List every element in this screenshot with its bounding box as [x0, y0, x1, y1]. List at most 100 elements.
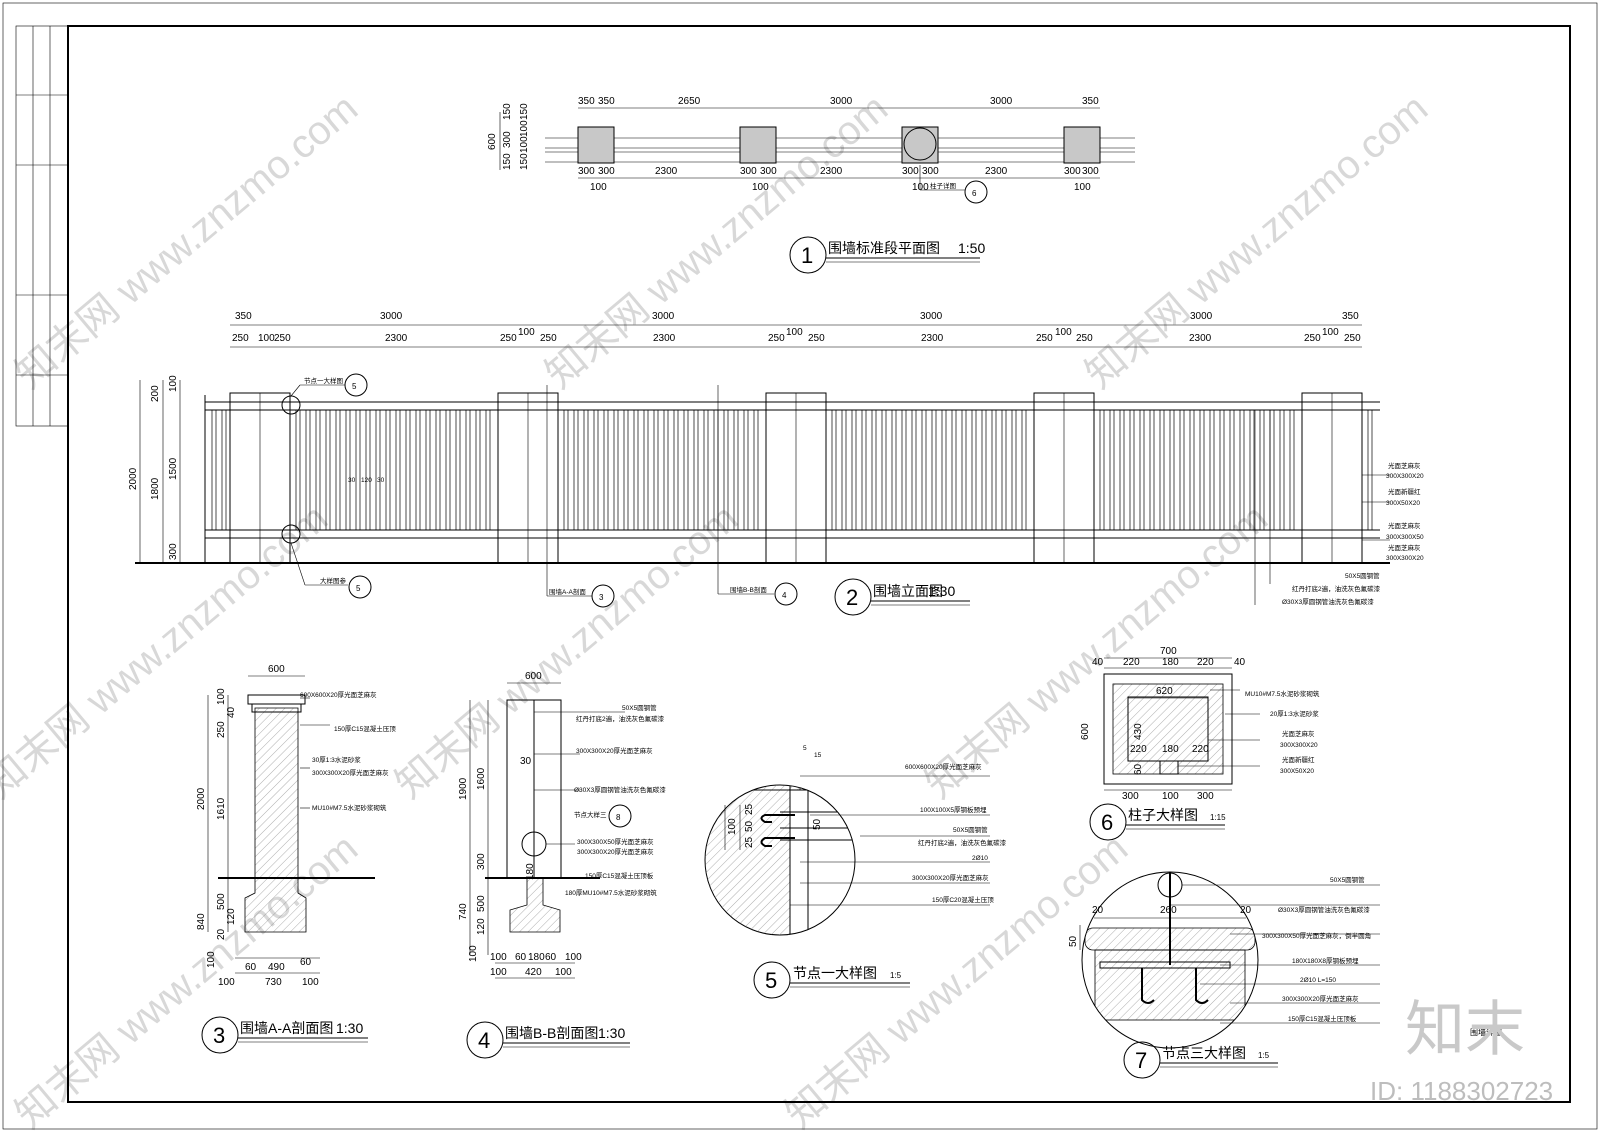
fence-picket [375, 409, 381, 531]
dim-text: 3000 [990, 96, 1013, 107]
node3-title: 节点三大样图 [1162, 1045, 1246, 1061]
dim-text: 250 [1304, 333, 1321, 344]
dim-text: 2300 [1189, 333, 1212, 344]
dim-text: 600 [525, 671, 542, 682]
dim-text: 100 [590, 182, 607, 193]
elevation-title: 围墙立面图 [873, 583, 943, 599]
note-text: 光面新疆红 [1282, 755, 1315, 764]
fence-picket [405, 409, 411, 531]
dim-text: 100 [468, 945, 479, 962]
dim-text: 100 [258, 333, 275, 344]
dim-text: 700 [1160, 646, 1177, 657]
fence-picket [971, 409, 977, 531]
dim-text: 60 [545, 952, 557, 963]
fence-picket [643, 409, 649, 531]
fence-picket [881, 409, 887, 531]
fence-pickets [211, 409, 1373, 531]
plan-title: 围墙标准段平面图 [828, 240, 940, 256]
fence-picket [663, 409, 669, 531]
note-text: 300X50X20 [1280, 768, 1314, 775]
dim-text: 250 [1344, 333, 1361, 344]
dim-text: 100 [518, 327, 535, 338]
plan-number: 1 [801, 243, 813, 268]
fence-picket [455, 409, 461, 531]
dim-text: 490 [268, 962, 285, 973]
fence-picket [911, 409, 917, 531]
section-a-title: 围墙A-A剖面图 [240, 1020, 333, 1036]
node1-scale: 1:5 [890, 971, 902, 980]
note-text: Ø30X3厚圆钢管油洗灰色氟碳漆 [1282, 597, 1374, 606]
dim-text: 2300 [921, 333, 944, 344]
column-scale: 1:15 [1210, 813, 1226, 822]
dim-text: 350 [578, 96, 595, 107]
fence-picket [573, 409, 579, 531]
dim-text: 350 [1082, 96, 1099, 107]
dim-text: 300 [1122, 791, 1139, 802]
dim-text: 100 [1322, 327, 1339, 338]
fence-picket [485, 409, 491, 531]
dim-text: 20 [1092, 905, 1104, 916]
fence-picket [941, 409, 947, 531]
dim-text: 2000 [196, 787, 207, 810]
node3-detail: 20 260 20 50 50X5圆钢管 Ø30X3厚圆钢管油洗灰色氟碳漆 30… [1068, 871, 1380, 1079]
dim-text: 250 [768, 333, 785, 344]
fence-picket [743, 409, 749, 531]
dim-text: 250 [540, 333, 557, 344]
dim-text: 100 [1055, 327, 1072, 338]
dim-text: 25 [744, 803, 755, 815]
dim-text: 250 [500, 333, 517, 344]
fence-picket [1099, 409, 1105, 531]
fence-picket [1119, 409, 1125, 531]
dim-text: 60 [515, 952, 527, 963]
watermark: 知末网 www.znzmo.com [388, 496, 747, 807]
dim-text: 20 [1240, 905, 1252, 916]
dim-text: 30 [520, 756, 532, 767]
dim-text: 430 [1133, 723, 1144, 740]
dim-text: 20 [216, 928, 227, 940]
dim-text: 300 [1197, 791, 1214, 802]
dim-text: 740 [458, 903, 469, 920]
dim-text: 2300 [653, 333, 676, 344]
dim-text: 100 [218, 977, 235, 988]
section-a-scale: 1:30 [336, 1020, 363, 1036]
callout-number: 4 [782, 591, 787, 600]
dim-text: 120 [476, 918, 487, 935]
dim-text: 100 [786, 327, 803, 338]
fence-picket [211, 409, 217, 531]
dim-text: 600 [268, 664, 285, 675]
dim-text: 100 [565, 952, 582, 963]
elevation-scale: 1:30 [928, 583, 955, 599]
dim-text: 100 [168, 375, 179, 392]
dim-text: 420 [525, 967, 542, 978]
dim-text: 120 [226, 908, 237, 925]
dim-text: 500 [476, 895, 487, 912]
note-text: 光面芝麻灰 [1388, 543, 1421, 552]
fence-picket [851, 409, 857, 531]
fence-picket [653, 409, 659, 531]
note-text: Ø30X3厚圆钢管油洗灰色氟碳漆 [574, 785, 666, 794]
dim-text: 620 [1156, 686, 1173, 697]
elevation-title-bubble [834, 578, 872, 616]
fence-picket [633, 409, 639, 531]
fence-picket [1289, 409, 1295, 531]
dim-text: 600 [487, 133, 498, 150]
dim-text: 730 [265, 977, 282, 988]
fence-picket [981, 409, 987, 531]
note-text: 50X5圆钢管 [953, 825, 988, 834]
fence-picket [1279, 409, 1285, 531]
fence-picket [1179, 409, 1185, 531]
fence-picket [931, 409, 937, 531]
fence-picket [1199, 409, 1205, 531]
callout-label: 围墙B-B剖面 [730, 585, 767, 594]
section-b-title-bubble [466, 1021, 504, 1059]
callout-number: 3 [599, 593, 604, 602]
dim-text: 50 [1068, 935, 1079, 947]
callout-label: 节点一大样图 [304, 376, 343, 385]
dim-text: 250 [1076, 333, 1093, 344]
dim-text: 350 [598, 96, 615, 107]
column-detail: 700 40 220 180 220 40 620 430 220 180 22… [1080, 646, 1320, 841]
section-b-view: 600 1900 1600 30 300 740 500 120 100 180… [458, 671, 666, 1059]
dim-text: 300 [502, 131, 513, 148]
dim-text: 250 [216, 721, 227, 738]
